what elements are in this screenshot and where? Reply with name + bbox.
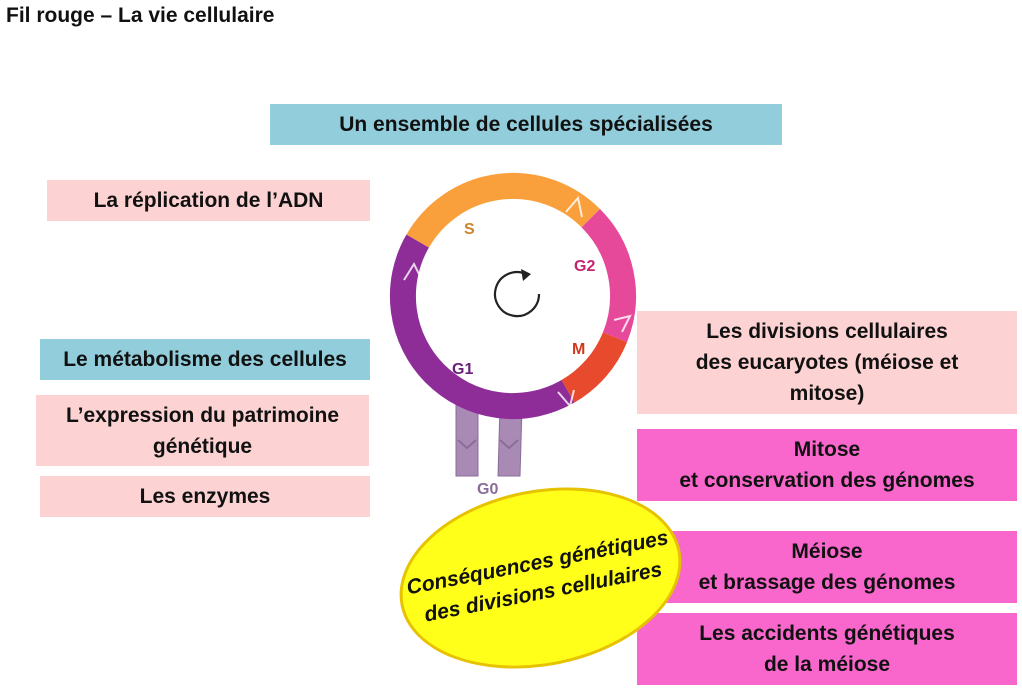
circular-arrow-icon xyxy=(493,269,541,318)
box-meiose: Méiose et brassage des génomes xyxy=(637,531,1017,603)
box-cellules-specialisees: Un ensemble de cellules spécialisées xyxy=(270,104,782,145)
phase-label-g1: G1 xyxy=(452,361,473,378)
phase-arc-m xyxy=(561,331,628,403)
chevron-g1-s xyxy=(403,261,423,281)
phase-label-g0: G0 xyxy=(477,481,498,498)
g0-chevron-left xyxy=(457,439,477,450)
box-mitose-line2: et conservation des génomes xyxy=(679,469,975,492)
box-cellules-specialisees-label: Un ensemble de cellules spécialisées xyxy=(339,113,713,136)
box-replication-adn-label: La réplication de l’ADN xyxy=(93,189,324,212)
phase-arc-g2 xyxy=(581,209,637,343)
page-title: Fil rouge – La vie cellulaire xyxy=(6,4,275,27)
chevron-s-g2 xyxy=(565,195,583,218)
phase-arc-s xyxy=(406,172,600,248)
box-metabolisme-label: Le métabolisme des cellules xyxy=(63,348,347,371)
phase-label-m: M xyxy=(572,341,585,358)
g0-chevron-right xyxy=(499,439,519,450)
box-expression-patrimoine: L’expression du patrimoine génétique xyxy=(36,395,369,466)
cell-cycle-ring xyxy=(389,172,637,420)
chevron-g2-m xyxy=(613,314,632,333)
box-accidents-genetiques: Les accidents génétiques de la méiose xyxy=(637,613,1017,685)
box-meiose-line1: Méiose xyxy=(791,540,863,563)
box-enzymes-label: Les enzymes xyxy=(139,485,271,508)
box-divisions-line1: Les divisions cellulaires xyxy=(706,320,948,343)
box-divisions-cellulaires: Les divisions cellulaires des eucaryotes… xyxy=(637,311,1017,414)
box-metabolisme: Le métabolisme des cellules xyxy=(40,339,370,380)
phase-arc-g1 xyxy=(389,234,575,420)
box-divisions-line2: des eucaryotes (méiose et xyxy=(695,351,959,374)
box-expression-line2: génétique xyxy=(152,434,253,458)
chevron-m-g1 xyxy=(557,389,575,409)
phase-label-g2: G2 xyxy=(574,258,595,275)
cell-cycle-diagram: S G2 M G1 G0 xyxy=(389,172,637,498)
box-divisions-line3: mitose) xyxy=(789,382,865,405)
box-accidents-line2: de la méiose xyxy=(763,653,891,676)
box-replication-adn: La réplication de l’ADN xyxy=(47,180,370,221)
box-expression-line1: L’expression du patrimoine xyxy=(65,403,340,427)
phase-label-s: S xyxy=(464,221,475,238)
box-meiose-line2: et brassage des génomes xyxy=(698,571,956,594)
box-mitose-line1: Mitose xyxy=(793,438,861,461)
box-mitose: Mitose et conservation des génomes xyxy=(637,429,1017,501)
box-accidents-line1: Les accidents génétiques xyxy=(699,622,955,645)
box-enzymes: Les enzymes xyxy=(40,476,370,517)
